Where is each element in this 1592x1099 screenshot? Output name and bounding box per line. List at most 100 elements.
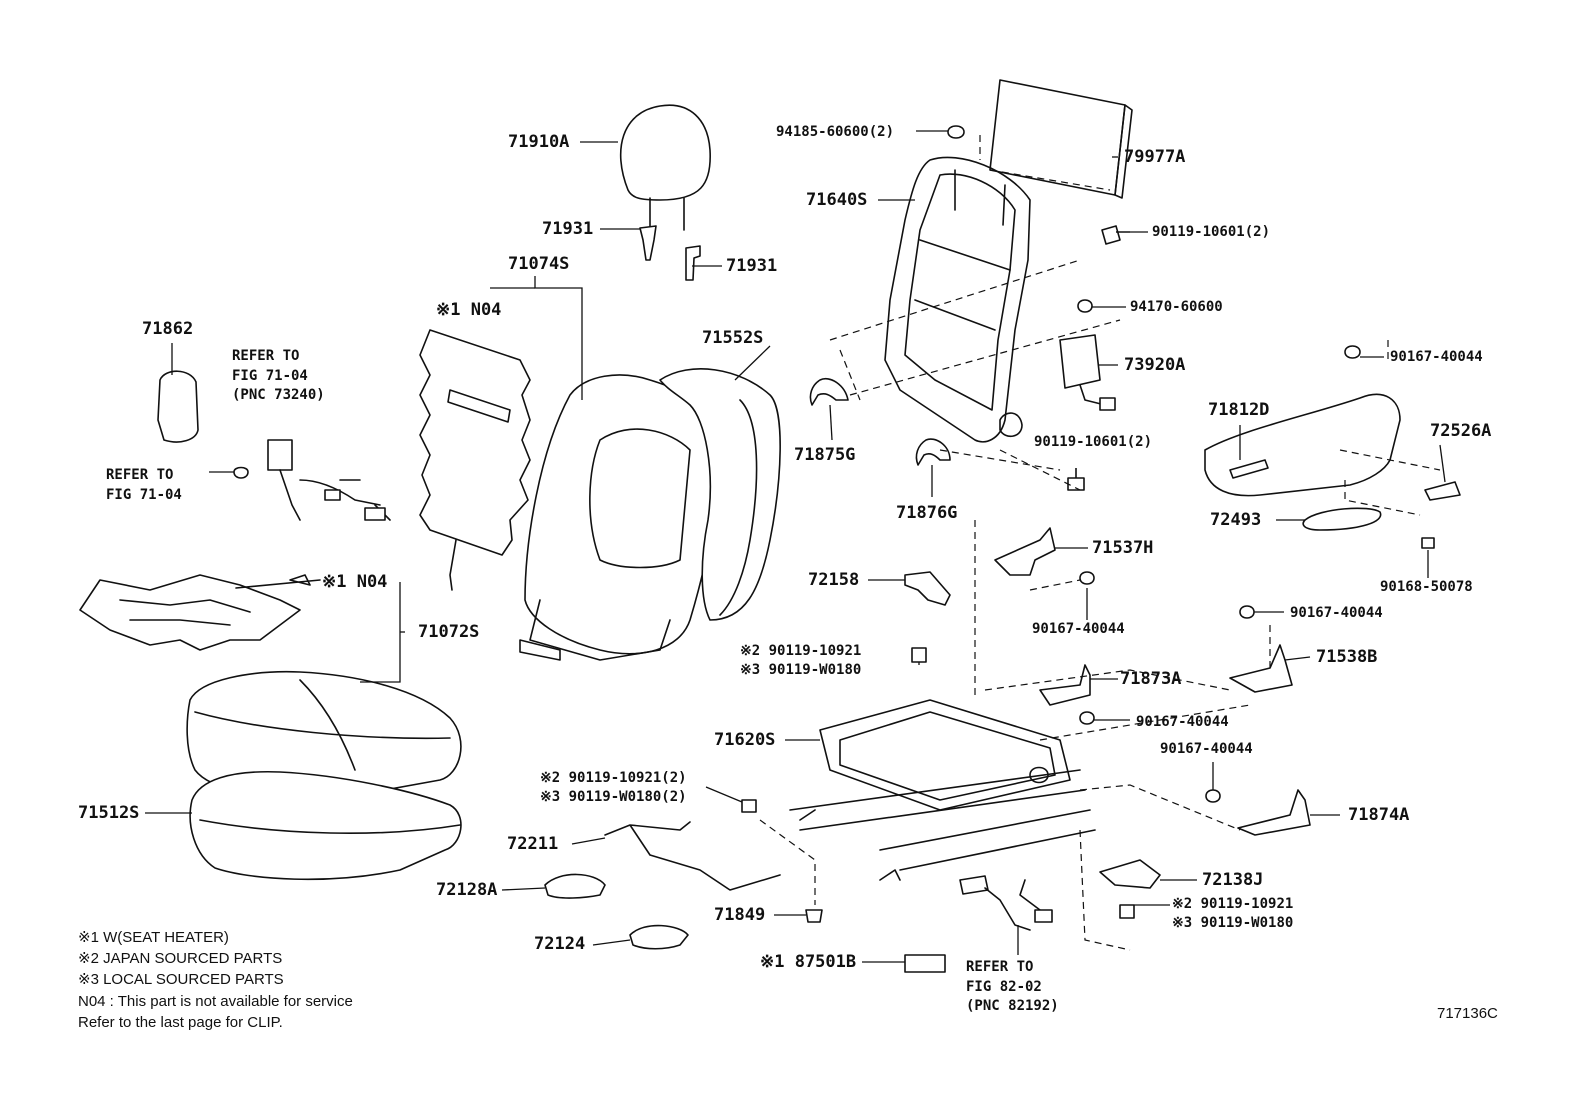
part-label-87501B: ※1 87501B: [760, 952, 857, 972]
bolt-drawing: [1205, 789, 1221, 803]
headrest-guide-drawing: [639, 225, 701, 281]
seat-frame-drawing: [789, 699, 1096, 881]
bolt-drawing: [1079, 711, 1095, 725]
screw-drawing: [1421, 537, 1435, 549]
bracket-drawing: [1229, 644, 1293, 693]
part-label-94185: 94185-60600(2): [776, 124, 895, 140]
bezel-drawing: [157, 370, 199, 443]
figure-code: 717136C: [1437, 1005, 1498, 1022]
wire-drawing: [604, 821, 781, 891]
part-label-72211: 72211: [507, 834, 559, 854]
part-label-90119: 90119-10601(2): [1034, 434, 1153, 450]
part-label-71873A: 71873A: [1120, 669, 1182, 689]
clip-drawing: [233, 466, 249, 479]
part-label-71640S: 71640S: [806, 190, 868, 210]
bracket-drawing: [915, 438, 951, 466]
part-label-72138J: 72138J: [1202, 870, 1264, 890]
knob-drawing: [1424, 481, 1461, 501]
part-label-90119: 90119-10601(2): [1152, 224, 1271, 240]
refer-note-fig71-04: REFER TO FIG 71-04: [106, 467, 182, 503]
part-label-90168: 90168-50078: [1380, 579, 1473, 595]
cover-drawing: [629, 924, 689, 950]
part-label-90167: 90167-40044: [1290, 605, 1383, 621]
bracket-drawing: [809, 378, 849, 406]
nut-drawing: [947, 125, 965, 139]
part-label-72128A: 72128A: [436, 880, 498, 900]
control-module-drawing: [1059, 334, 1116, 411]
seatback-frame-drawing: [884, 156, 1031, 443]
cushion-heater-pad: [79, 574, 321, 651]
part-label-bolt-options: ※2 90119-10921(2) ※3 90119-W0180(2): [540, 770, 687, 805]
part-label-90167: 90167-40044: [1160, 741, 1253, 757]
legend-note-n04: N04 : This part is not available for ser…: [78, 993, 353, 1010]
part-label-94170: 94170-60600: [1130, 299, 1223, 315]
part-label-71538B: 71538B: [1316, 647, 1378, 667]
bolt-drawing: [1101, 225, 1130, 245]
seatback-board-drawing: [989, 79, 1133, 199]
part-label-bolt-options: ※2 90119-10921 ※3 90119-W0180: [740, 643, 862, 678]
part-label-71620S: 71620S: [714, 730, 776, 750]
part-label-72526A: 72526A: [1430, 421, 1492, 441]
part-label-bolt-options: ※2 90119-10921 ※3 90119-W0180: [1172, 896, 1294, 931]
bolt-drawing: [741, 799, 757, 813]
knob-drawing: [1302, 507, 1382, 531]
refer-note-fig82-02: REFER TO FIG 82-02 (PNC 82192): [966, 959, 1059, 1015]
cover-drawing: [544, 873, 606, 899]
part-label-71875G: 71875G: [794, 445, 856, 465]
part-label-90167: 90167-40044: [1136, 714, 1229, 730]
screw-drawing: [1344, 345, 1361, 359]
headrest-drawing: [619, 104, 711, 231]
part-label-71072S: 71072S: [418, 622, 480, 642]
seatback-heater-pad: [419, 329, 531, 591]
bolt-drawing: [1067, 468, 1085, 491]
bolt-drawing: [911, 647, 927, 663]
seatbelt-buckle-drawing: [267, 439, 391, 521]
part-label-71552S: 71552S: [702, 328, 764, 348]
cushion-cover-drawing: [186, 670, 462, 801]
bolt-drawing: [1079, 571, 1095, 585]
part-label-71876G: 71876G: [896, 503, 958, 523]
cover-drawing: [1099, 859, 1161, 889]
part-label-71910A: 71910A: [508, 132, 570, 152]
legend-note-japan-sourced: ※2 JAPAN SOURCED PARTS: [78, 950, 283, 967]
part-label-71537H: 71537H: [1092, 538, 1154, 558]
part-label-n04: ※1 N04: [436, 300, 502, 320]
sensor-drawing: [904, 954, 946, 973]
side-cover-drawing: [1204, 393, 1401, 497]
part-label-79977A: 79977A: [1124, 147, 1186, 167]
harness-drawing: [984, 879, 1041, 931]
part-label-71874A: 71874A: [1348, 805, 1410, 825]
legend-note-seat-heater: ※1 W(SEAT HEATER): [78, 929, 229, 946]
part-label-72158: 72158: [808, 570, 860, 590]
bracket-drawing: [994, 527, 1056, 576]
clip-drawing: [805, 909, 823, 923]
part-label-71931: 71931: [542, 219, 594, 239]
part-label-n04: ※1 N04: [322, 572, 388, 592]
connector-drawing: [1034, 909, 1053, 923]
part-label-90167: 90167-40044: [1390, 349, 1483, 365]
part-label-90167: 90167-40044: [1032, 621, 1125, 637]
legend-note-clip: Refer to the last page for CLIP.: [78, 1014, 283, 1031]
refer-note-fig71-04-pnc: REFER TO FIG 71-04 (PNC 73240): [232, 348, 325, 404]
cushion-pad-drawing: [189, 770, 462, 881]
connector-drawing: [959, 875, 989, 895]
assembly-dashed-lines: [759, 135, 1441, 951]
nut-drawing: [1077, 299, 1093, 313]
seatback-cover-drawing: [519, 374, 719, 661]
part-label-71849: 71849: [714, 905, 766, 925]
part-label-71862: 71862: [142, 319, 194, 339]
leader-lines: [145, 130, 1446, 963]
seatback-pad-drawing: [659, 368, 781, 621]
part-label-72493: 72493: [1210, 510, 1262, 530]
bolt-drawing: [1119, 904, 1135, 919]
legend-note-local-sourced: ※3 LOCAL SOURCED PARTS: [78, 971, 284, 988]
part-label-73920A: 73920A: [1124, 355, 1186, 375]
bracket-drawing: [1237, 789, 1311, 836]
bolt-drawing: [1239, 605, 1255, 619]
bracket-drawing: [1039, 664, 1091, 706]
part-label-71074S: 71074S: [508, 254, 570, 274]
part-label-72124: 72124: [534, 934, 586, 954]
part-label-71512S: 71512S: [78, 803, 140, 823]
